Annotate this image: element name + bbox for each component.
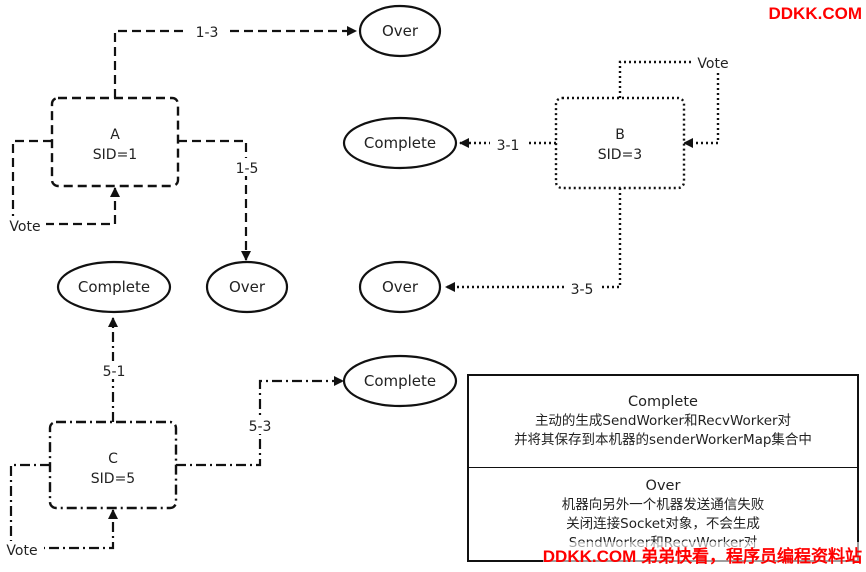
edge-b-vote-loop <box>618 60 720 148</box>
node-a-group: 1-3 1-5 Vote A SID=1 <box>4 22 357 261</box>
edge-a-to-over-a <box>178 139 251 261</box>
node-b-sid: SID=3 <box>598 147 642 163</box>
node-c-group: 5-1 5-3 Vote C SID=5 <box>2 317 344 559</box>
edge-label-c-up: 5-1 <box>103 364 126 380</box>
node-b-name: B <box>615 127 625 143</box>
legend-over-title: Over <box>645 478 681 494</box>
edge-label-a-vote: Vote <box>9 219 40 235</box>
state-over-a-label: Over <box>229 278 266 296</box>
state-over-a: Over <box>205 260 289 314</box>
node-c-name: C <box>108 451 118 467</box>
legend-over-line2: 关闭连接Socket对象，不会生成 <box>566 516 760 532</box>
node-b <box>554 96 686 190</box>
watermark-bottom: DDKK.COM 弟弟快看，程序员编程资料站 <box>542 542 862 567</box>
edge-label-b-left: 3-1 <box>497 138 520 154</box>
state-over-b: Over <box>358 260 442 314</box>
state-complete-c3: Complete <box>342 354 458 408</box>
legend-over-line1: 机器向另外一个机器发送通信失败 <box>561 497 765 513</box>
state-over-top-label: Over <box>382 22 419 40</box>
edge-label-b-vote: Vote <box>697 56 728 72</box>
node-a-sid: SID=1 <box>93 147 137 163</box>
edge-a-to-over-top <box>113 26 357 98</box>
node-b-group: Vote 3-1 3-5 B SID=3 <box>445 53 733 298</box>
state-complete-c1: Complete <box>56 260 172 314</box>
node-a <box>50 96 180 188</box>
node-c <box>48 420 178 510</box>
edge-b-to-over <box>445 188 622 292</box>
legend-complete-title: Complete <box>628 394 698 410</box>
state-over-b-label: Over <box>382 278 419 296</box>
edge-label-a-down: 1-5 <box>236 161 259 177</box>
edge-label-b-down: 3-5 <box>571 282 594 298</box>
legend-complete: Complete 主动的生成SendWorker和RecvWorker对 并将其… <box>469 376 857 468</box>
legend-table: Complete 主动的生成SendWorker和RecvWorker对 并将其… <box>467 374 859 562</box>
state-over-top: Over <box>358 4 442 58</box>
legend-complete-line1: 主动的生成SendWorker和RecvWorker对 <box>534 413 792 429</box>
edge-label-c-vote: Vote <box>6 543 37 559</box>
legend-complete-line2: 并将其保存到本机器的senderWorkerMap集合中 <box>514 432 812 448</box>
node-a-name: A <box>110 127 120 143</box>
edge-label-c-right: 5-3 <box>249 419 272 435</box>
edge-label-a-top: 1-3 <box>196 25 219 41</box>
state-complete-c3-label: Complete <box>364 372 436 390</box>
watermark-top: DDKK.COM <box>768 4 863 23</box>
node-c-sid: SID=5 <box>91 471 135 487</box>
state-complete-b: Complete <box>342 116 458 170</box>
state-complete-c1-label: Complete <box>78 278 150 296</box>
state-complete-b-label: Complete <box>364 134 436 152</box>
